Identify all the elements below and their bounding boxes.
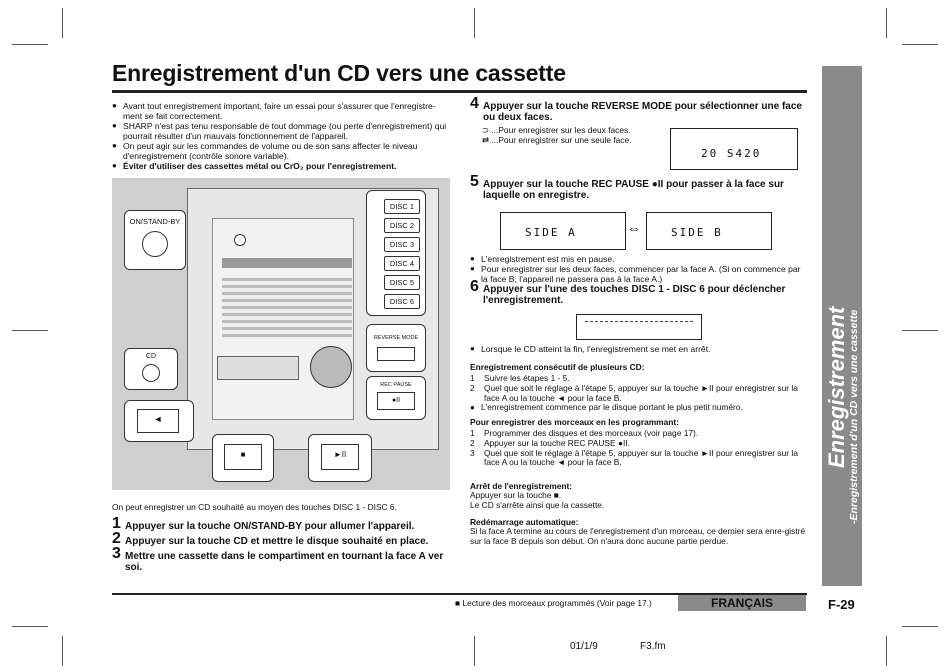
disc-1-button[interactable]: DISC 1 <box>384 199 420 214</box>
stop-heading: Arrêt de l'enregistrement: <box>470 481 573 491</box>
disc-3-button[interactable]: DISC 3 <box>384 237 420 252</box>
intro-bullet: Avant tout enregistrement important, fai… <box>112 101 450 121</box>
lcd-display-side-a: SIDE A <box>500 212 626 250</box>
page-title: Enregistrement d'un CD vers une cassette <box>112 60 566 86</box>
sidebar-main-title: Enregistrement <box>824 306 849 468</box>
step-number: 5 <box>470 173 479 190</box>
power-button-small <box>234 234 246 246</box>
reverse-play-button[interactable]: ◄ <box>137 409 179 433</box>
reverse-play-callout: ◄ <box>124 400 194 442</box>
stop-callout: ■ <box>212 434 274 482</box>
option-one-side: ⇄ ...Pour enregistrer sur une seule face… <box>482 134 632 145</box>
section-sidebar: Enregistrement -Enregistrement d'un CD v… <box>822 66 862 586</box>
disc-6-button[interactable]: DISC 6 <box>384 294 420 309</box>
step-6: 6 Appuyer sur l'une des touches DISC 1 -… <box>470 278 808 307</box>
step-6-bullet: Lorsque le CD atteint la fin, l'enregist… <box>470 344 808 354</box>
step-text: Appuyer sur la touche ON/STAND-BY pour a… <box>125 521 415 532</box>
illustration-caption: On peut enregistrer un CD souhaité au mo… <box>112 502 397 512</box>
step-number: 2 <box>112 530 121 547</box>
intro-bullets: Avant tout enregistrement important, fai… <box>112 101 450 171</box>
on-standby-callout: ON/STAND-BY <box>124 210 186 270</box>
disc-2-button[interactable]: DISC 2 <box>384 218 420 233</box>
rec-pause-callout: REC PAUSE ●II <box>366 376 426 420</box>
step-4: 4 Appuyer sur la touche REVERSE MODE pou… <box>470 95 808 124</box>
option-both-sides: ⊃ ...Pour enregistrer sur les deux faces… <box>482 125 631 135</box>
step-5: 5 Appuyer sur la touche REC PAUSE ●II po… <box>470 173 808 202</box>
cassette-deck-grille <box>222 278 352 338</box>
intro-bullet: On peut agir sur les commandes de volume… <box>112 141 450 161</box>
restart-text: Si la face A termine au cours de l'enreg… <box>470 526 806 546</box>
restart-heading: Redémarrage automatique: <box>470 517 579 527</box>
step-number: 1 <box>112 515 121 532</box>
step-text: Appuyer sur la touche CD et mettre le di… <box>125 536 429 547</box>
footer-note: ■ Lecture des morceaux programmés (Voir … <box>455 598 652 608</box>
volume-knob <box>310 346 352 388</box>
disc-4-button[interactable]: DISC 4 <box>384 256 420 271</box>
consecutive-heading: Enregistrement consécutif de plusieurs C… <box>470 362 645 372</box>
on-standby-button[interactable] <box>142 231 168 257</box>
step-4-options: ⊃ ...Pour enregistrer sur les deux faces… <box>482 125 662 146</box>
step-number: 4 <box>470 95 479 112</box>
lcd-display-reverse: 20 S420 <box>670 128 798 170</box>
step-text: Appuyer sur la touche REVERSE MODE pour … <box>483 101 802 123</box>
step-5-bullets: L'enregistrement est mis en pause. Pour … <box>470 254 808 284</box>
lcd-side-a: SIDE A <box>525 226 577 239</box>
programmed-heading: Pour enregistrer des morceaux en les pro… <box>470 417 679 427</box>
stop-button[interactable]: ■ <box>224 444 262 470</box>
sidebar-subtitle: -Enregistrement d'un CD vers une cassett… <box>848 309 860 524</box>
reverse-both-icon: ⊃ <box>482 125 490 135</box>
intro-bullet: Éviter d'utiliser des cassettes métal ou… <box>112 161 450 171</box>
disc-5-button[interactable]: DISC 5 <box>384 275 420 290</box>
reverse-mode-label: REVERSE MODE <box>373 335 419 341</box>
language-tab: FRANÇAIS <box>678 595 806 611</box>
rec-pause-button[interactable]: ●II <box>377 392 415 410</box>
step-text: Appuyer sur la touche REC PAUSE ●II pour… <box>483 179 784 201</box>
file-name: F3.fm <box>640 641 666 652</box>
print-date: 01/1/9 <box>570 641 598 652</box>
stop-text: Appuyer sur la touche ■. Le CD s'arrête … <box>470 490 605 510</box>
on-standby-label: ON/STAND-BY <box>129 217 181 226</box>
footer-rule <box>112 593 807 595</box>
control-panel <box>217 356 299 380</box>
page-number: F-29 <box>828 597 855 612</box>
play-pause-button[interactable]: ►II <box>321 444 359 470</box>
step-text: Appuyer sur l'une des touches DISC 1 - D… <box>483 284 786 306</box>
rec-pause-label: REC PAUSE <box>380 382 412 388</box>
step-3: 3 Mettre une cassette dans le compartime… <box>112 545 457 574</box>
cd-callout: CD <box>124 348 178 390</box>
lcd-display-side-b: SIDE B <box>646 212 772 250</box>
reverse-one-icon: ⇄ <box>482 134 490 145</box>
switch-arrow-icon: ⇔ <box>627 220 641 236</box>
title-rule <box>112 90 807 93</box>
lcd-display-discs <box>576 314 702 340</box>
cd-label: CD <box>145 353 157 360</box>
lcd-side-b: SIDE B <box>671 226 723 239</box>
bullet: L'enregistrement est mis en pause. <box>470 254 808 264</box>
play-pause-callout: ►II <box>308 434 372 482</box>
reverse-mode-button[interactable] <box>377 347 415 361</box>
lcd-reading: 20 S420 <box>701 147 762 160</box>
bullet: Pour enregistrer sur les deux faces, com… <box>470 264 808 284</box>
step-2: 2 Appuyer sur la touche CD et mettre le … <box>112 530 457 548</box>
cd-button[interactable] <box>142 364 160 382</box>
step-number: 3 <box>112 545 121 562</box>
step-1: 1 Appuyer sur la touche ON/STAND-BY pour… <box>112 515 457 533</box>
intro-bullet: SHARP n'est pas tenu responsable de tout… <box>112 121 450 141</box>
step-text: Mettre une cassette dans le compartiment… <box>125 551 444 573</box>
step-number: 6 <box>470 278 479 295</box>
reverse-mode-callout: REVERSE MODE <box>366 324 426 372</box>
